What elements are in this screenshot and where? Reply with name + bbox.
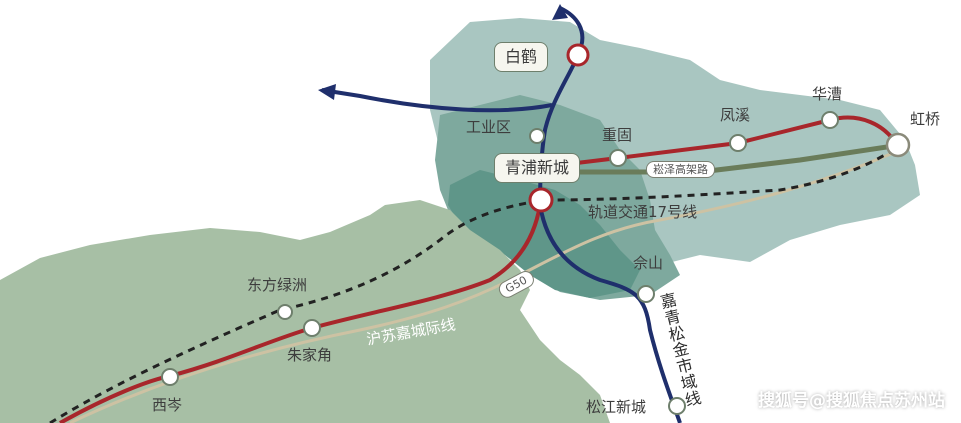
station-gongyequ — [529, 128, 545, 144]
watermark: 搜狐号@搜狐焦点苏州站 — [758, 391, 945, 411]
station-dongfang-lvzhou — [277, 304, 293, 320]
label-zhonggu: 重固 — [602, 126, 633, 144]
label-songze-elevated-road: 崧泽高架路 — [646, 161, 715, 179]
label-baihe: 白鹤 — [494, 42, 549, 72]
label-hongqiao: 虹桥 — [910, 110, 941, 128]
station-xicen — [161, 368, 179, 386]
label-huacao: 华漕 — [812, 85, 843, 103]
label-sheshan: 佘山 — [633, 254, 664, 272]
station-qingpu-xincheng — [528, 187, 554, 213]
dashed-rail-line — [49, 143, 901, 423]
arrow-west-icon — [318, 84, 336, 100]
station-zhujiajiao — [303, 319, 321, 337]
label-gongyequ: 工业区 — [466, 118, 512, 136]
station-songjiang-xincheng — [668, 397, 686, 415]
label-songjiang-xincheng: 松江新城 — [586, 398, 647, 416]
songze-elevated-road — [580, 142, 901, 175]
label-xicen: 西岑 — [152, 396, 183, 414]
label-line17: 轨道交通17号线 — [588, 203, 698, 221]
station-hongqiao — [885, 132, 911, 158]
arrow-north-icon — [552, 4, 568, 20]
label-zhujiajiao: 朱家角 — [287, 346, 333, 364]
station-fengxi — [729, 134, 747, 152]
label-qingpu-xincheng: 青浦新城 — [494, 153, 581, 183]
station-sheshan — [637, 285, 655, 303]
station-zhonggu — [609, 149, 627, 167]
jiaqing-branch-west — [321, 88, 553, 113]
region-core — [448, 170, 640, 298]
label-fengxi: 凤溪 — [720, 106, 751, 124]
station-huacao — [821, 111, 839, 129]
station-baihe — [566, 43, 590, 67]
region-west — [0, 200, 610, 423]
label-dongfang-lvzhou: 东方绿洲 — [247, 276, 308, 294]
